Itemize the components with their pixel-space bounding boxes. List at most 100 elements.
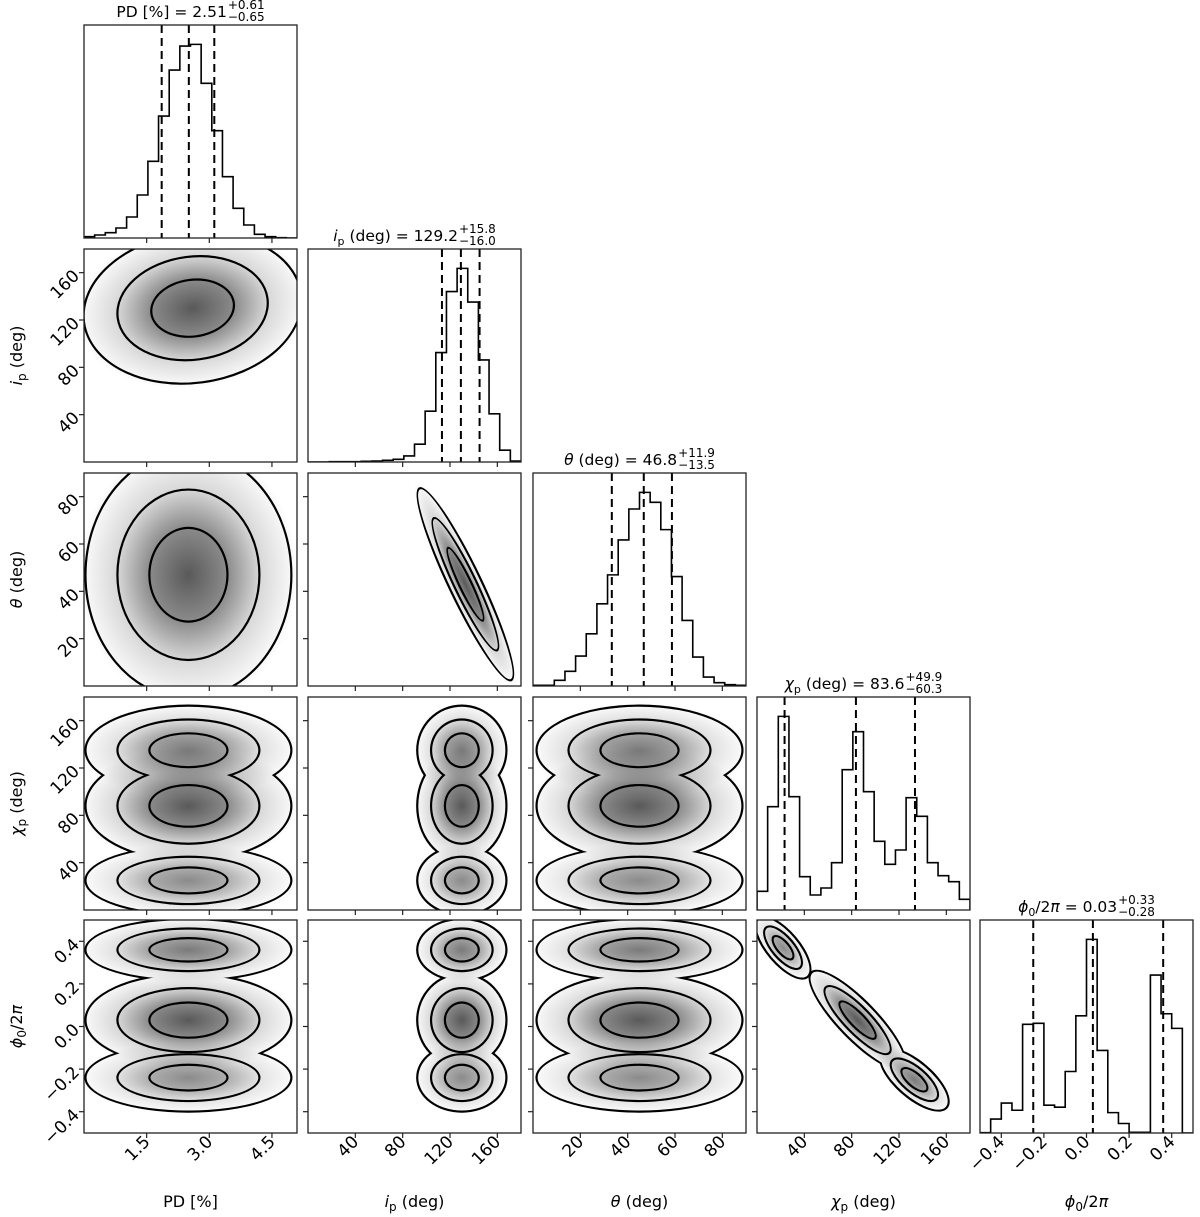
title-median: 129.2 bbox=[414, 227, 458, 245]
title-minus-error: −13.5 bbox=[678, 458, 715, 472]
x-tick-label: 4.5 bbox=[246, 1132, 279, 1165]
panel-title: ϕ0/2π = 0.03+0.33−0.28 bbox=[1018, 893, 1155, 919]
y-tick-label: 40 bbox=[54, 585, 83, 614]
title-minus-error: −0.65 bbox=[228, 10, 265, 24]
x-tick-label: 160 bbox=[468, 1132, 505, 1169]
x-tick-label: 120 bbox=[870, 1132, 907, 1169]
contour-level-3 bbox=[533, 697, 746, 910]
histogram-steps bbox=[308, 267, 521, 462]
panel-content bbox=[757, 920, 970, 1133]
panel-frame bbox=[307, 248, 522, 463]
label-part: /2 bbox=[1035, 898, 1050, 916]
y-tick-label: 80 bbox=[54, 361, 83, 390]
title-main: ϕ0/2π = 0.03 bbox=[1018, 898, 1117, 919]
label-part: p bbox=[841, 1200, 849, 1214]
title-main: θ (deg) = 46.8 bbox=[564, 451, 677, 469]
y-axis-label-chi_p: χp (deg) bbox=[7, 771, 29, 837]
x-axis-label-PD: PD [%] bbox=[163, 1192, 218, 1211]
x-axis-label-phi0_2pi: ϕ0/2π bbox=[1065, 1192, 1109, 1214]
x-tick-label: 80 bbox=[701, 1132, 730, 1161]
x-tick-label: 60 bbox=[653, 1132, 682, 1161]
label-part: (deg) bbox=[621, 1192, 669, 1211]
panel-frame bbox=[83, 472, 298, 687]
y-tick-label: −0.4 bbox=[40, 1105, 83, 1148]
x-tick-label: 40 bbox=[783, 1132, 812, 1161]
title-median: 46.8 bbox=[643, 451, 678, 469]
title-plus-error: +0.33 bbox=[1118, 893, 1155, 907]
x-tick-label: −0.4 bbox=[966, 1132, 1009, 1175]
title-eq: = bbox=[620, 451, 643, 469]
x-tick-label: 20 bbox=[559, 1132, 588, 1161]
y-tick-label: 160 bbox=[47, 266, 84, 303]
panel-frame bbox=[83, 919, 298, 1134]
label-part: PD [%] bbox=[116, 3, 169, 21]
panel-content bbox=[533, 920, 746, 1133]
x-axis-label-i_p: ip (deg) bbox=[385, 1192, 445, 1214]
panel-title: χp (deg) = 83.6+49.9−60.3 bbox=[784, 670, 943, 696]
panel-content bbox=[84, 920, 297, 1133]
y-tick-label: 80 bbox=[54, 809, 83, 838]
histogram-panel-chi_p: χp (deg) = 83.6+49.9−60.3 bbox=[756, 670, 971, 915]
title-main: PD [%] = 2.51 bbox=[116, 3, 226, 21]
y-axis-label-theta: θ (deg) bbox=[7, 551, 26, 609]
label-part: (deg) bbox=[7, 326, 26, 374]
panel-frame bbox=[532, 919, 747, 1134]
y-tick-label: 20 bbox=[54, 632, 83, 661]
x-axis-label-chi_p: χp (deg) bbox=[830, 1192, 896, 1214]
histogram-steps bbox=[84, 43, 297, 238]
panel-content bbox=[308, 920, 521, 1133]
panel-content bbox=[308, 473, 521, 686]
label-part: θ bbox=[611, 1192, 621, 1211]
label-part: χ bbox=[784, 675, 795, 693]
y-tick-label: 40 bbox=[54, 408, 83, 437]
y-tick-label: −0.2 bbox=[40, 1063, 83, 1106]
panel-content bbox=[533, 697, 746, 910]
title-eq: = bbox=[391, 227, 414, 245]
panel-title: PD [%] = 2.51+0.61−0.65 bbox=[116, 0, 264, 24]
title-main: χp (deg) = 83.6 bbox=[784, 675, 905, 696]
title-minus-error: −16.0 bbox=[459, 234, 496, 248]
panel-content bbox=[980, 920, 1193, 1133]
x-tick-label: 160 bbox=[917, 1132, 954, 1169]
y-tick-label: 120 bbox=[47, 762, 84, 799]
panel-frame bbox=[83, 24, 298, 239]
panel-frame bbox=[756, 919, 971, 1134]
panel-frame bbox=[532, 472, 747, 687]
density-panel-chi_p-vs-theta bbox=[528, 696, 747, 915]
label-part: p bbox=[15, 819, 29, 827]
panel-content bbox=[308, 249, 521, 462]
panel-title: ip (deg) = 129.2+15.8−16.0 bbox=[333, 222, 496, 248]
label-part: p bbox=[389, 1200, 397, 1214]
y-tick-label: 80 bbox=[54, 490, 83, 519]
panel-frame bbox=[307, 919, 522, 1134]
label-part: (deg) bbox=[801, 675, 847, 693]
label-part: p bbox=[794, 683, 801, 696]
label-part: i bbox=[385, 1192, 390, 1211]
density-panel-chi_p-vs-i_p bbox=[303, 696, 522, 915]
label-part: PD [%] bbox=[163, 1192, 218, 1211]
panel-content bbox=[757, 697, 970, 910]
label-part: i bbox=[333, 227, 338, 245]
label-part: 0 bbox=[15, 1030, 29, 1038]
label-part: π bbox=[7, 1004, 26, 1014]
label-part: χ bbox=[7, 826, 26, 837]
label-part: (deg) bbox=[397, 1192, 445, 1211]
panel-frame bbox=[532, 696, 747, 911]
contour-level-3 bbox=[84, 697, 297, 910]
histogram-panel-PD: PD [%] = 2.51+0.61−0.65 bbox=[83, 0, 298, 243]
label-part: (deg) bbox=[7, 771, 26, 819]
x-tick-label: 40 bbox=[334, 1132, 363, 1161]
panel-content bbox=[84, 249, 297, 462]
label-part: π bbox=[1050, 898, 1060, 916]
label-part: θ bbox=[564, 451, 574, 469]
contour-level-3 bbox=[757, 920, 970, 1133]
panel-frame bbox=[979, 919, 1194, 1134]
panel-content bbox=[84, 697, 297, 910]
x-tick-label: −0.2 bbox=[1008, 1132, 1051, 1175]
title-eq: = bbox=[1060, 898, 1083, 916]
y-axis-label-i_p: ip (deg) bbox=[7, 326, 29, 386]
y-tick-label: 0.0 bbox=[51, 1020, 84, 1053]
